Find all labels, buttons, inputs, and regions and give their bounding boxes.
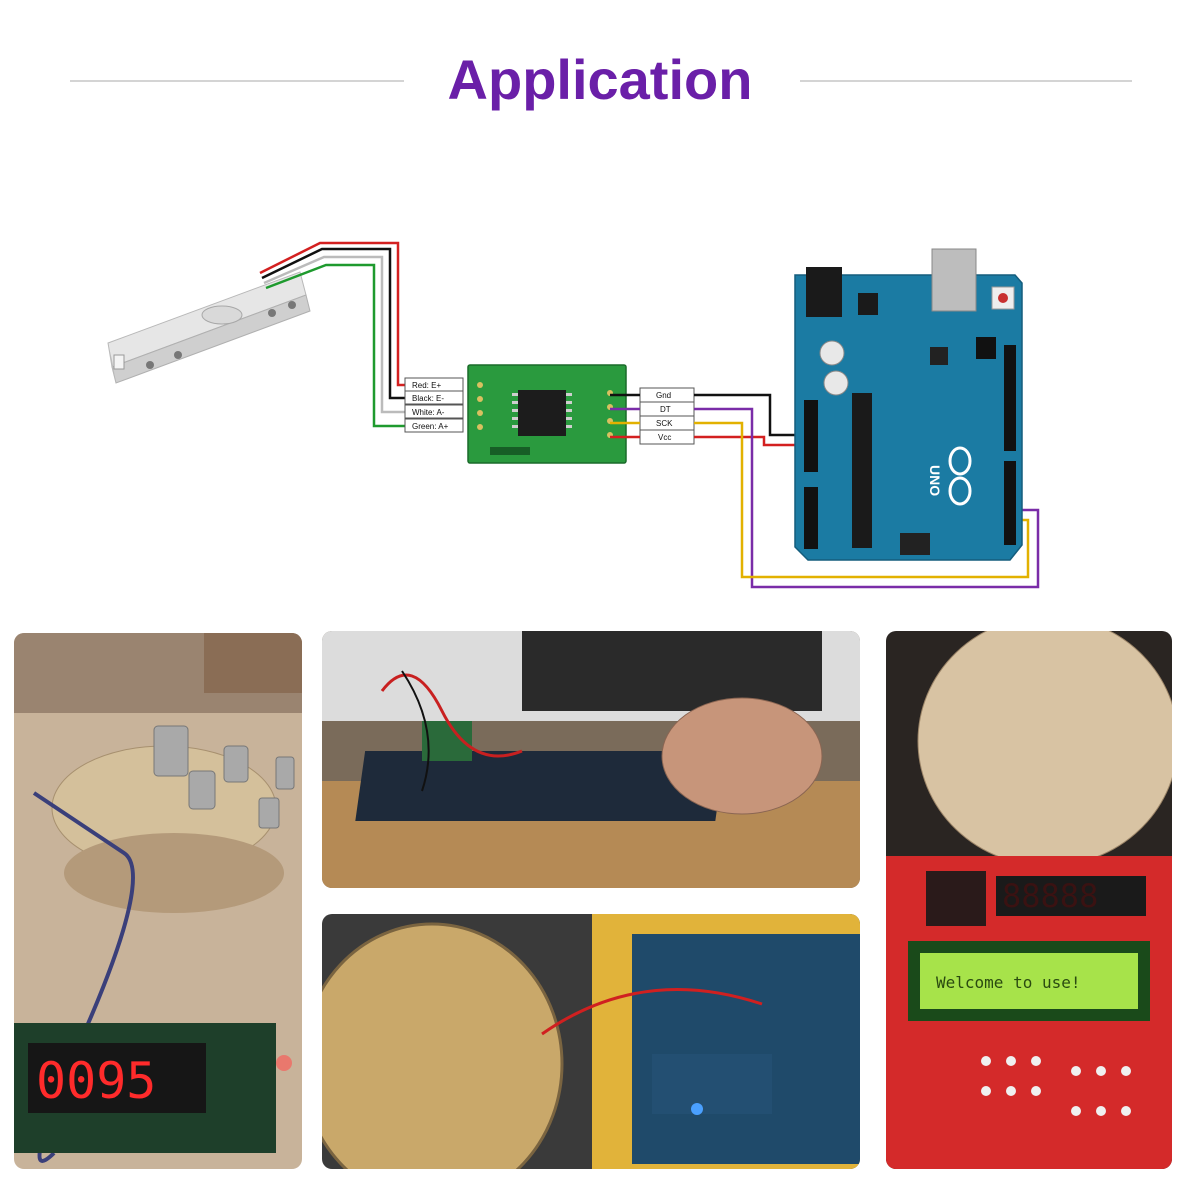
arduino-uno-board: UNO	[794, 248, 1023, 561]
photo-devboard-round-plate	[322, 914, 860, 1169]
pin-label-red: Red: E+	[412, 381, 441, 390]
pin-label-gnd: Gnd	[656, 391, 671, 400]
photo-weights-display: 0095	[14, 633, 302, 1169]
pin-label-vcc: Vcc	[658, 433, 671, 442]
pin-label-white: White: A-	[412, 408, 445, 417]
seven-segment-digits: 0095	[36, 1052, 156, 1110]
hx711-board	[467, 364, 627, 464]
photo-lcd-board: 88888 Welcome to use!	[886, 631, 1172, 1169]
title-rule-right	[800, 80, 1132, 82]
load-cell-wires	[259, 241, 405, 428]
arduino-wires	[694, 393, 1040, 589]
pin-label-sck: SCK	[656, 419, 673, 428]
svg-text:88888: 88888	[1002, 877, 1098, 915]
load-cell-pin-labels: Red: E+ Black: E- White: A- Green: A+	[404, 377, 464, 433]
pin-label-black: Black: E-	[412, 394, 444, 403]
wiring-diagram: Red: E+ Black: E- White: A- Green: A+ Gn…	[107, 241, 1040, 589]
hx711-wires	[610, 393, 640, 439]
arduino-logo-text: UNO	[927, 465, 943, 496]
photo-board-scale-plate	[322, 631, 860, 888]
pin-label-dt: DT	[660, 405, 671, 414]
load-cell	[107, 271, 311, 384]
page-title: Application	[447, 48, 753, 111]
hx711-pin-labels: Gnd DT SCK Vcc	[639, 387, 695, 445]
pin-label-green: Green: A+	[412, 422, 449, 431]
title-rule-left	[70, 80, 404, 82]
lcd-text: Welcome to use!	[936, 973, 1081, 992]
